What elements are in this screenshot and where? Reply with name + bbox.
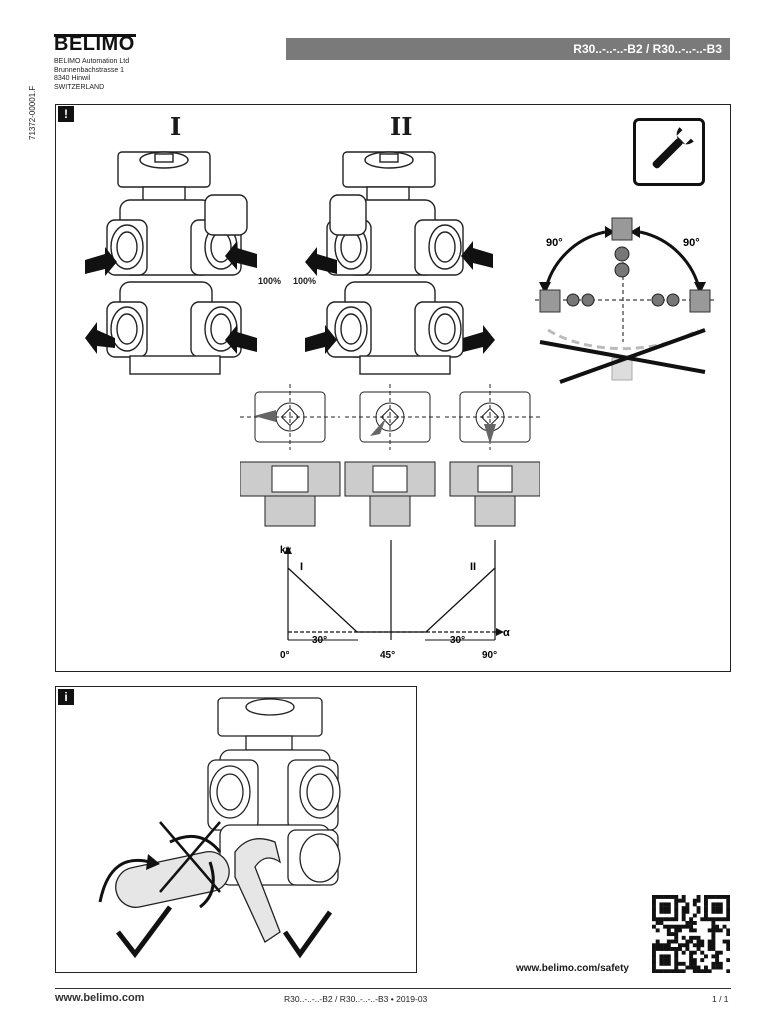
series-line-1 [287, 567, 392, 633]
series-label-ii: II [470, 561, 476, 573]
company-street: Brunnenbachstrasse 1 [54, 66, 125, 74]
flow-percent-left: 100% [258, 276, 282, 286]
rotation-right-label: 90° [683, 237, 700, 249]
footer-website[interactable]: www.belimo.com [55, 992, 145, 1004]
info-section [55, 686, 417, 973]
annotation-30-left: 30° [312, 635, 327, 646]
valve-ii-drawing [305, 151, 495, 375]
warning-flag: ! [58, 106, 74, 122]
y-axis-arrow [284, 546, 292, 554]
wrench-icon [633, 118, 705, 186]
xtick-90: 90° [482, 650, 497, 661]
wrench-usage-drawing [98, 697, 341, 959]
series-line-2 [391, 567, 496, 633]
valve-i-drawing [85, 151, 257, 375]
company-city: 8340 Hinwil [54, 75, 91, 82]
logo-underline [54, 34, 136, 37]
x-axis-arrow [496, 628, 504, 636]
company-name: BELIMO Automation Ltd [54, 58, 130, 65]
document-title: R30..-..-..-B2 / R30..-..-..-B3 [286, 38, 730, 60]
company-address: BELIMO Automation Ltd Brunnenbachstrasse… [54, 58, 129, 92]
qr-code[interactable] [652, 895, 730, 973]
company-country: SWITZERLAND [54, 83, 105, 91]
valve-label-ii: II [390, 112, 413, 141]
ball-position-diagrams [240, 384, 540, 527]
xtick-45: 45° [380, 650, 395, 661]
valve-label-i: I [170, 112, 182, 141]
footer-page-number: 1 / 1 [712, 994, 729, 1004]
safety-url[interactable]: www.belimo.com/safety [516, 963, 629, 974]
warning-section [55, 104, 731, 672]
rotation-diagram: 90° 90° [535, 217, 715, 384]
footer-document-info: R30..-..-..-B2 / R30..-..-..-B3 • 2019-0… [284, 994, 428, 1004]
document-id: 71372-00001.F [28, 85, 37, 140]
footer-divider [55, 988, 731, 989]
flow-percent-right: 100% [293, 276, 317, 286]
series-label-i: I [300, 561, 303, 573]
info-flag: i [58, 689, 74, 705]
belimo-logo: BELIMO [54, 33, 135, 55]
chart-xlabel: α [503, 627, 510, 639]
annotation-30-right: 30° [450, 635, 465, 646]
xtick-0: 0° [280, 650, 290, 661]
rotation-left-label: 90° [546, 237, 563, 249]
kv-chart: kv α 30° 30° 0° 45° 90° I II [280, 540, 510, 661]
